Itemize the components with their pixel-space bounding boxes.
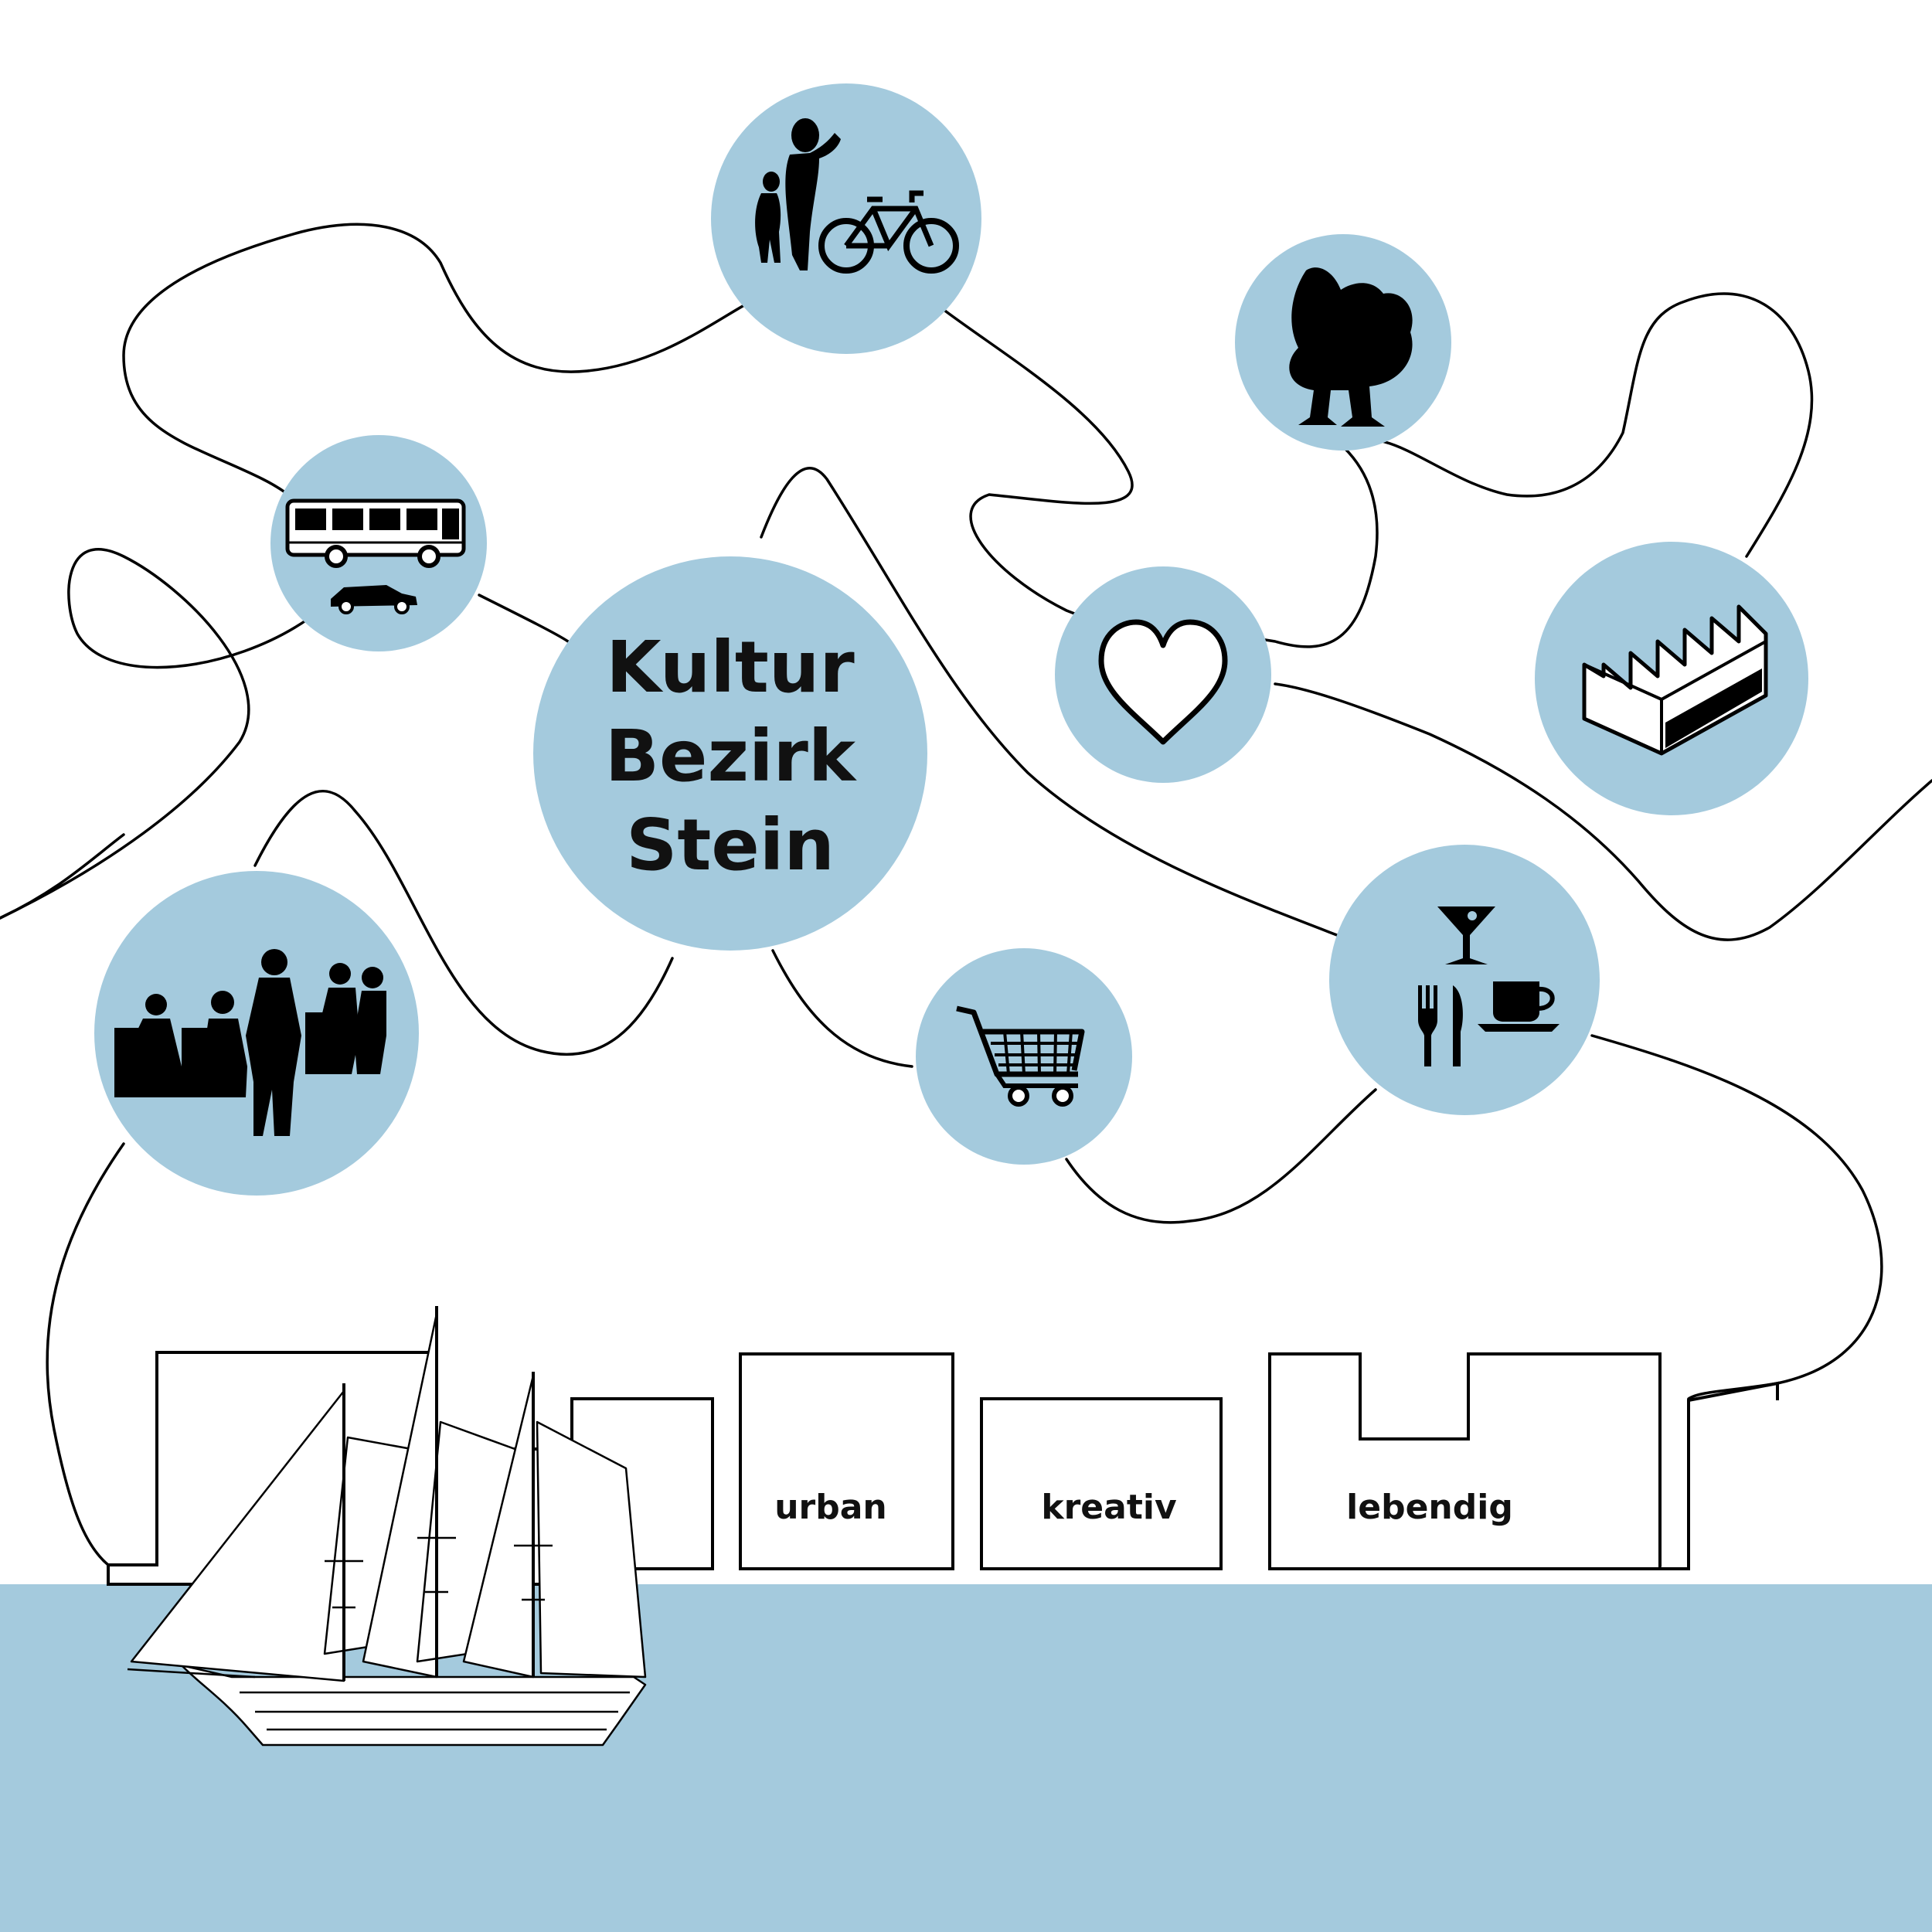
center-title-line-1: Kultur xyxy=(606,626,855,709)
building-lebendig xyxy=(1268,1352,1662,1570)
label-lebendig: lebendig xyxy=(1346,1488,1513,1527)
building-kreativ xyxy=(980,1397,1223,1570)
tree-icon xyxy=(1289,267,1413,427)
cocktail-cutlery-coffee-icon xyxy=(1418,906,1560,1066)
center-title-line-3: Stein xyxy=(626,804,835,886)
route-line-east xyxy=(1274,682,1932,941)
route-line-middle xyxy=(478,467,1338,937)
building-labels: urban kreativ lebendig xyxy=(774,1488,1513,1527)
label-kreativ: kreativ xyxy=(1041,1488,1177,1527)
label-urban: urban xyxy=(774,1488,887,1527)
bus-car-icon xyxy=(285,498,466,614)
center-circle xyxy=(533,556,927,951)
center-title-line-2: Bezirk xyxy=(605,715,857,798)
node-circle-dining xyxy=(1329,845,1600,1115)
shopping-cart-icon xyxy=(956,1005,1085,1107)
people-gathering-icon xyxy=(114,949,386,1136)
route-line-south xyxy=(0,789,1883,1566)
heart-icon xyxy=(1098,619,1228,745)
building-east xyxy=(1660,1381,1779,1570)
building-urban xyxy=(739,1352,954,1570)
sawtooth-building-icon xyxy=(1582,604,1768,756)
family-bicycle-icon xyxy=(755,118,959,274)
sailing-ship-icon xyxy=(127,1306,647,1747)
center-title: Kultur Bezirk Stein xyxy=(605,626,857,886)
